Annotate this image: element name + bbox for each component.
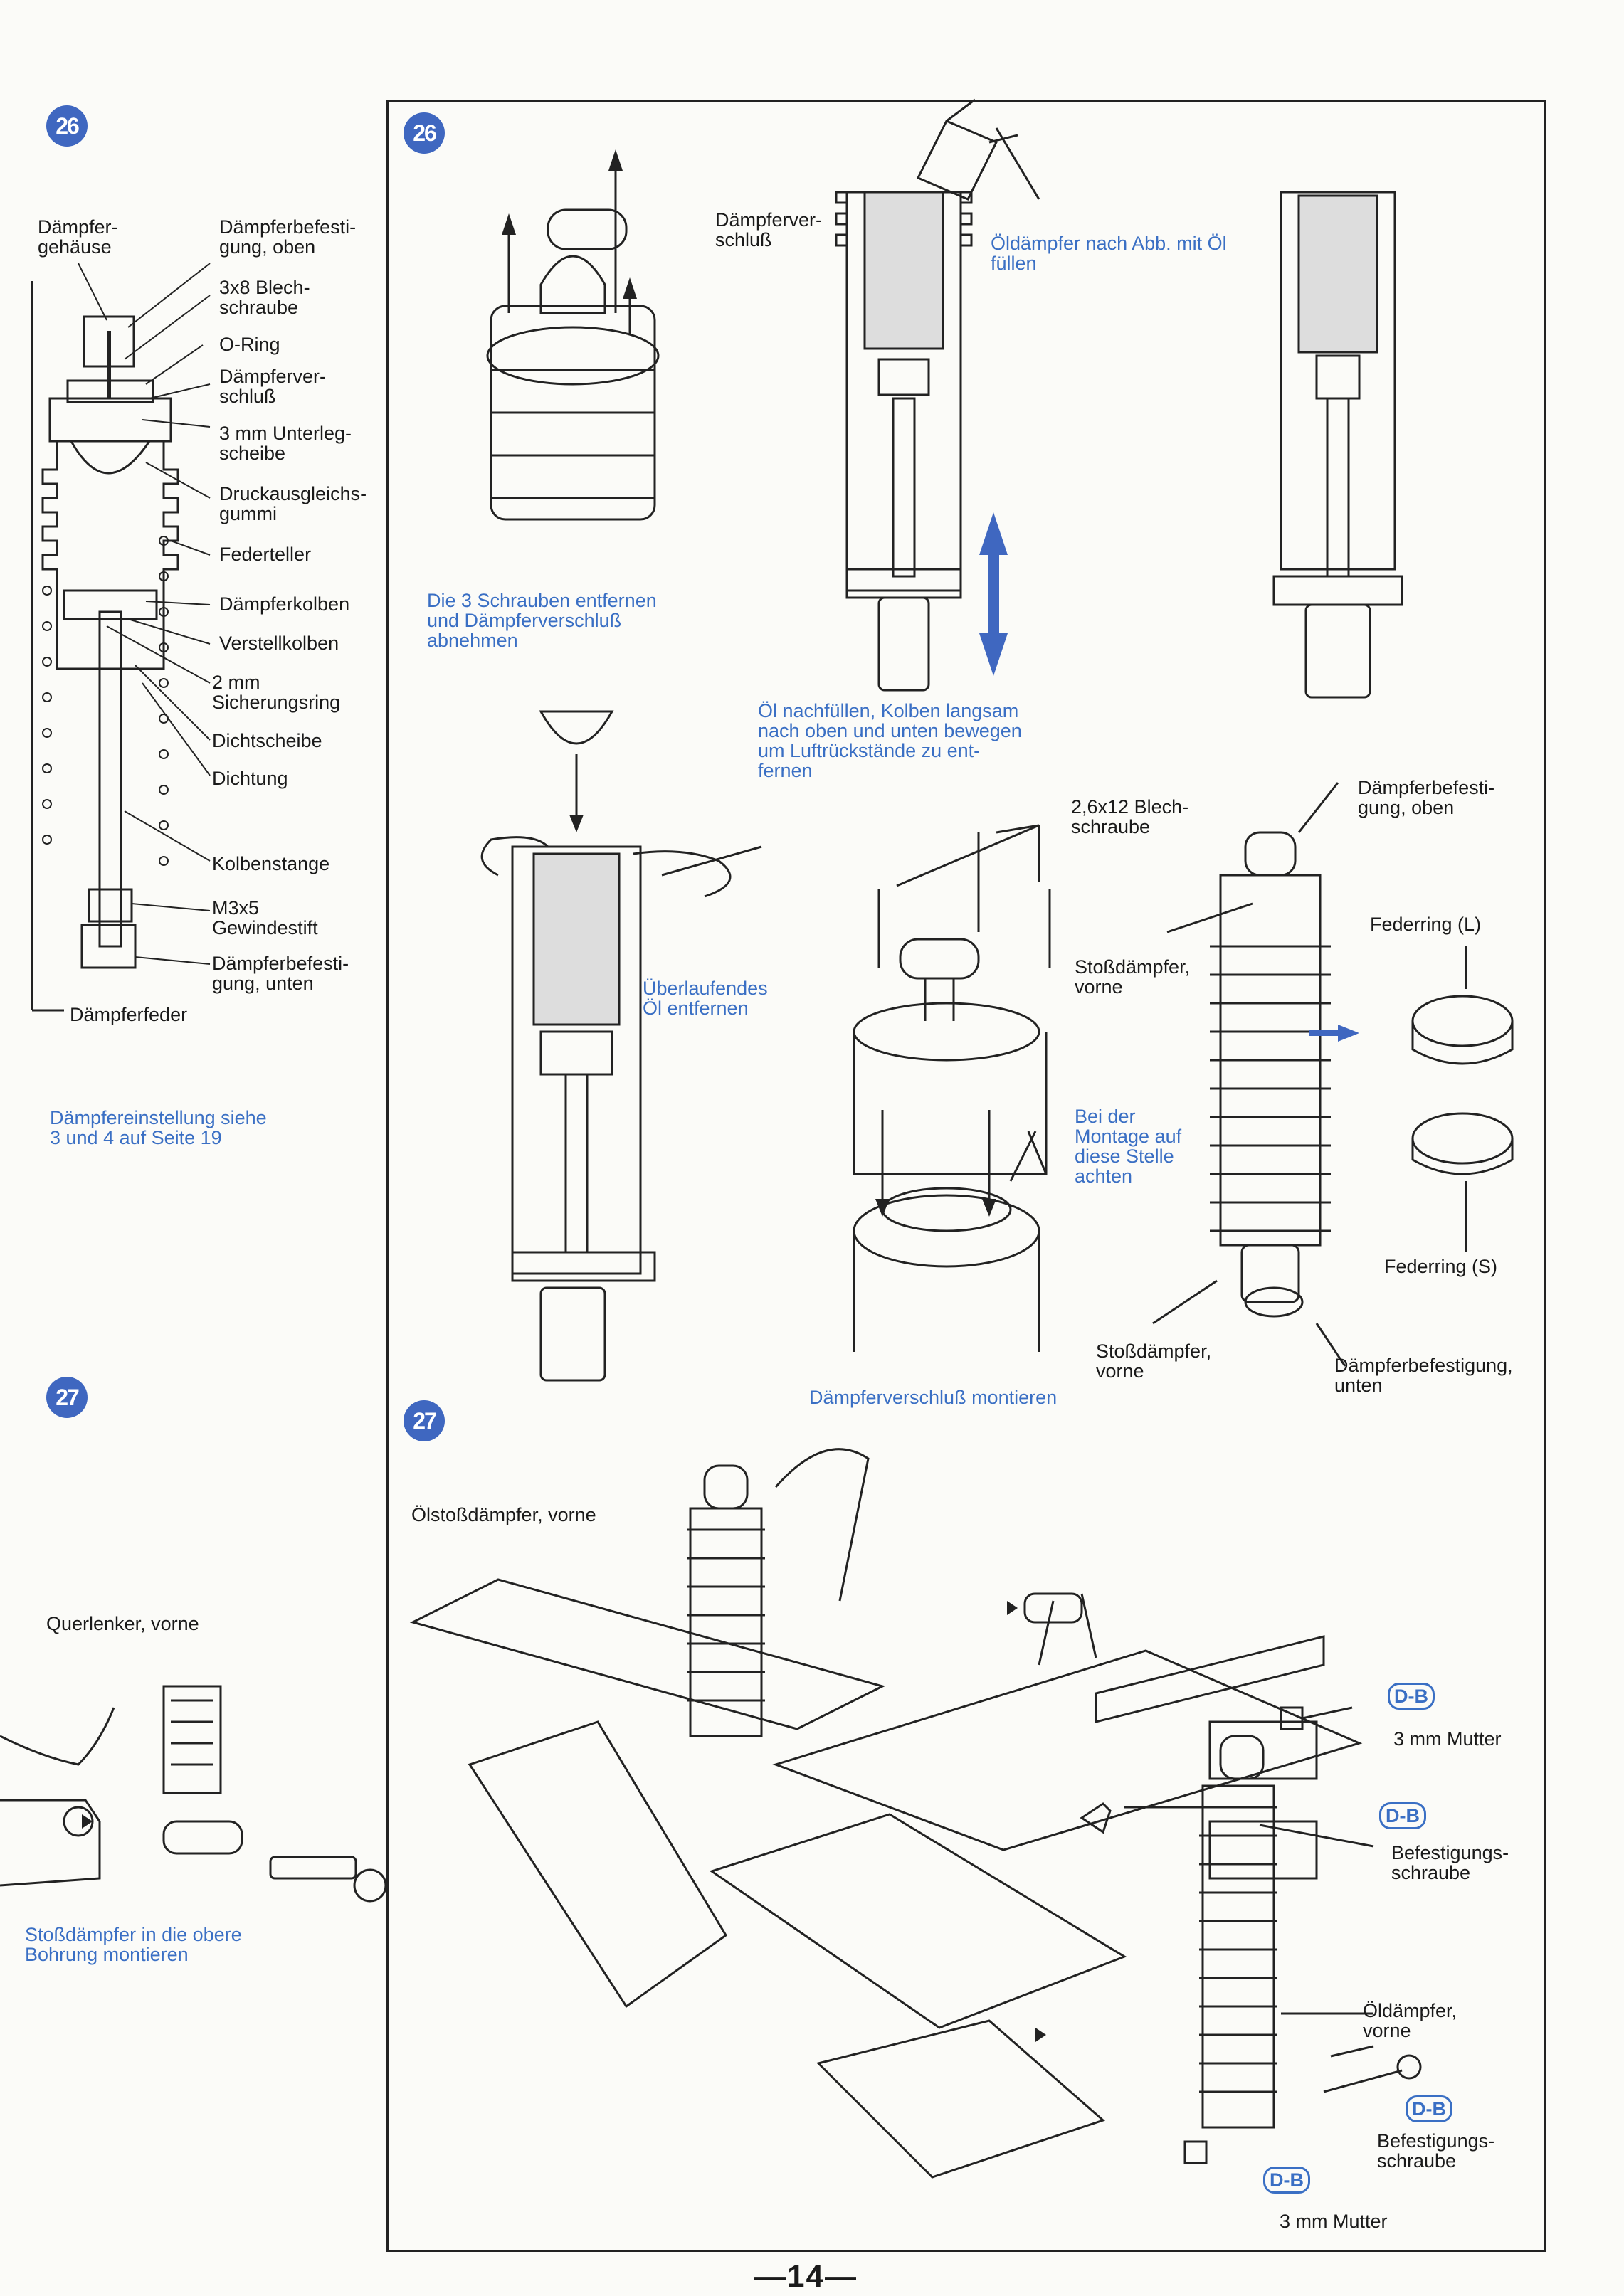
label-ring-large: Federring (L) <box>1370 914 1482 935</box>
damper-cross-section <box>31 281 179 1012</box>
label-ring-small: Federring (S) <box>1384 1256 1498 1277</box>
label-screw-top: Befestigungs- schraube <box>1391 1842 1509 1883</box>
label-oil-damper-front: Öldämpfer, vorne <box>1363 2000 1457 2041</box>
note-bleed-air: Öl nachfüllen, Kolben langsam nach oben … <box>758 700 1022 781</box>
label-cap: Dämpferver- schluß <box>715 209 823 250</box>
part-tag-3: D-B <box>1406 2095 1452 2122</box>
label-set-screw: M3x5 Gewindestift <box>212 897 318 938</box>
damper-overflow <box>480 710 762 1382</box>
label-tapping-screw: 3x8 Blech- schraube <box>219 277 310 318</box>
arm-sketch <box>0 1685 387 1903</box>
label-piston: Dämpferkolben <box>219 593 350 615</box>
label-damper-housing: Dämpfer- gehäuse <box>38 216 118 258</box>
label-shock-front-2: Stoßdämpfer, vorne <box>1096 1340 1212 1382</box>
label-seal: Dichtung <box>212 768 288 789</box>
label-bottom-mount-2: Dämpferbefestigung, unten <box>1334 1355 1513 1396</box>
label-washer: 3 mm Unterleg- scheibe <box>219 423 352 464</box>
damper-cap-removal <box>486 164 660 521</box>
label-seal-washer: Dichtscheibe <box>212 730 322 751</box>
part-tag-1: D-B <box>1388 1683 1435 1710</box>
label-nut-bottom: 3 mm Mutter <box>1280 2211 1388 2232</box>
spring-rings <box>1411 946 1514 1252</box>
assembled-shock <box>1152 782 1346 1367</box>
label-bottom-mount: Dämpferbefesti- gung, unten <box>212 953 349 994</box>
label-adjust-piston: Verstellkolben <box>219 633 339 654</box>
chassis-drawing <box>409 1448 1422 2179</box>
note-upper-hole: Stoßdämpfer in die obere Bohrung montier… <box>25 1924 242 1965</box>
page-number: —14— <box>754 2259 858 2294</box>
label-top-mount-2: Dämpferbefesti- gung, oben <box>1358 777 1495 818</box>
label-shock-front: Stoßdämpfer, vorne <box>1075 956 1191 998</box>
damper-oil-fill <box>835 98 1040 692</box>
label-screw-26x12: 2,6x12 Blech- schraube <box>1071 796 1189 837</box>
step-badge-26-left: 26 <box>46 105 88 147</box>
label-pressure-rubber: Druckausgleichs- gummi <box>219 483 367 524</box>
label-nut-top: 3 mm Mutter <box>1393 1728 1502 1750</box>
label-e-ring: 2 mm Sicherungsring <box>212 672 341 713</box>
label-lower-arm: Querlenker, vorne <box>46 1613 199 1634</box>
label-damper-spring: Dämpferfeder <box>70 1004 188 1025</box>
step-badge-27-panel: 27 <box>404 1400 445 1441</box>
step-badge-27-left: 27 <box>46 1377 88 1418</box>
label-o-ring: O-Ring <box>219 334 280 355</box>
label-oil-shock-front: Ölstoßdämpfer, vorne <box>411 1504 596 1525</box>
note-damper-setting: Dämpfereinstellung siehe 3 und 4 auf Sei… <box>50 1107 267 1148</box>
note-fill-oil: Öldämpfer nach Abb. mit Öl füllen <box>991 233 1227 274</box>
label-piston-rod: Kolbenstange <box>212 853 330 874</box>
note-remove-overflow: Überlaufendes Öl entfernen <box>643 978 768 1019</box>
part-tag-4: D-B <box>1263 2167 1310 2194</box>
damper-filled <box>1272 191 1403 699</box>
part-tag-2: D-B <box>1379 1802 1426 1829</box>
cap-assembly <box>853 824 1051 1352</box>
label-screw-bottom: Befestigungs- schraube <box>1377 2130 1495 2171</box>
label-spring-retainer: Federteller <box>219 544 312 565</box>
note-check-position: Bei der Montage auf diese Stelle achten <box>1075 1106 1182 1187</box>
main-panel-frame <box>386 100 1546 2252</box>
step-badge-26-panel: 26 <box>404 112 445 154</box>
label-top-mount: Dämpferbefesti- gung, oben <box>219 216 357 258</box>
label-damper-cap: Dämpferver- schluß <box>219 366 327 407</box>
note-install-cap: Dämpferverschluß montieren <box>809 1387 1058 1408</box>
note-remove-screws: Die 3 Schrauben entfernen und Dämpferver… <box>427 590 657 651</box>
